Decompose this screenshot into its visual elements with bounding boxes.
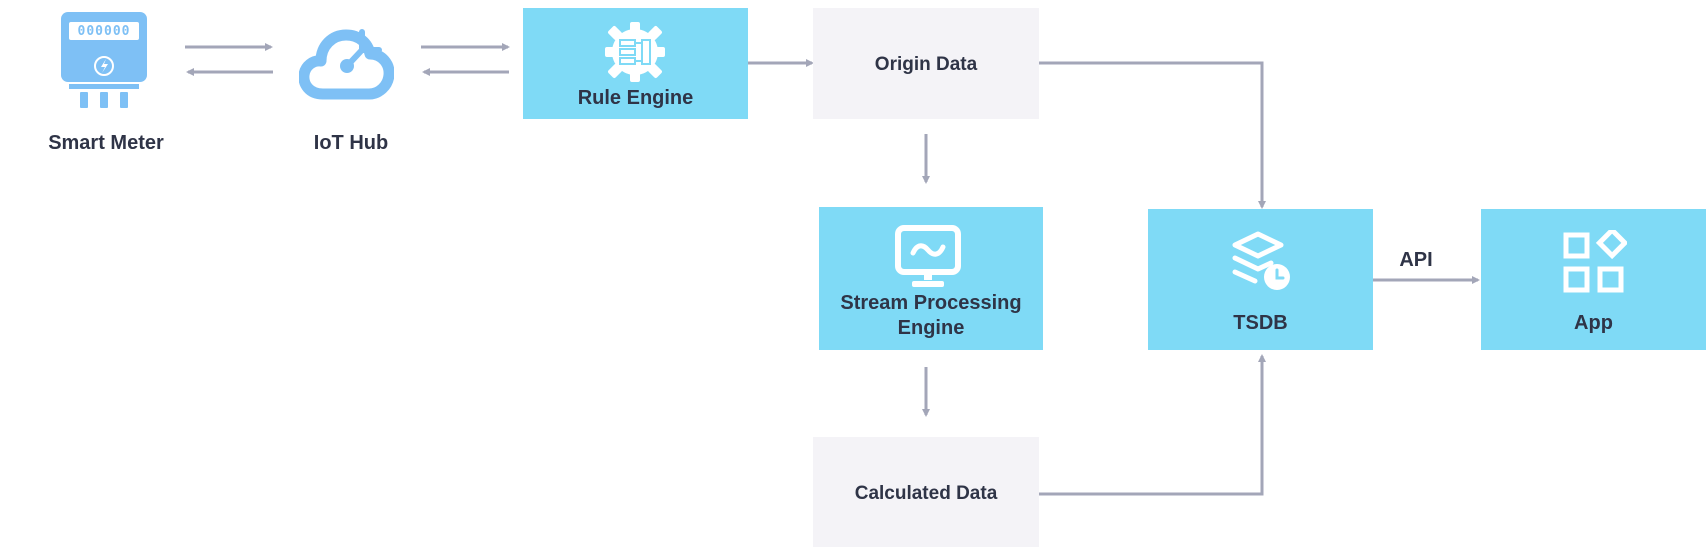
iot-hub-node[interactable] [298,26,395,101]
rule-engine-label: Rule Engine [577,87,694,109]
layers-clock-icon [1232,231,1290,290]
tsdb-node[interactable]: TSDB [1148,209,1373,350]
cloud-hub-icon [298,29,395,100]
stream-engine-label-line1: Stream Processing [840,292,1022,314]
smart-meter-node[interactable]: 000000 [59,10,151,112]
tsdb-label: TSDB [1233,312,1288,334]
origin-data-node[interactable]: Origin Data [813,8,1039,119]
app-label: App [1574,312,1613,334]
api-edge-label: API [1399,249,1433,271]
origin-data-label: Origin Data [874,54,978,75]
meter-digits: 000000 [77,24,131,39]
monitor-wave-icon [895,225,961,287]
calculated-data-node[interactable]: Calculated Data [813,437,1039,547]
calculated-data-label: Calculated Data [854,483,998,504]
rule-engine-node[interactable]: Rule Engine [523,8,748,119]
smart-meter-icon [61,12,147,108]
gear-rules-icon [605,22,665,82]
stream-processing-engine-node[interactable]: Stream Processing Engine [819,207,1043,350]
iot-hub-label: IoT Hub [313,132,389,154]
app-node[interactable]: App [1481,209,1706,350]
arrow-calculated-to-tsdb [1039,354,1266,496]
app-grid-icon [1563,230,1627,293]
smart-meter-label: Smart Meter [48,132,164,154]
arrow-origin-to-tsdb [1039,61,1266,209]
stream-engine-label-line2: Engine [897,317,965,339]
